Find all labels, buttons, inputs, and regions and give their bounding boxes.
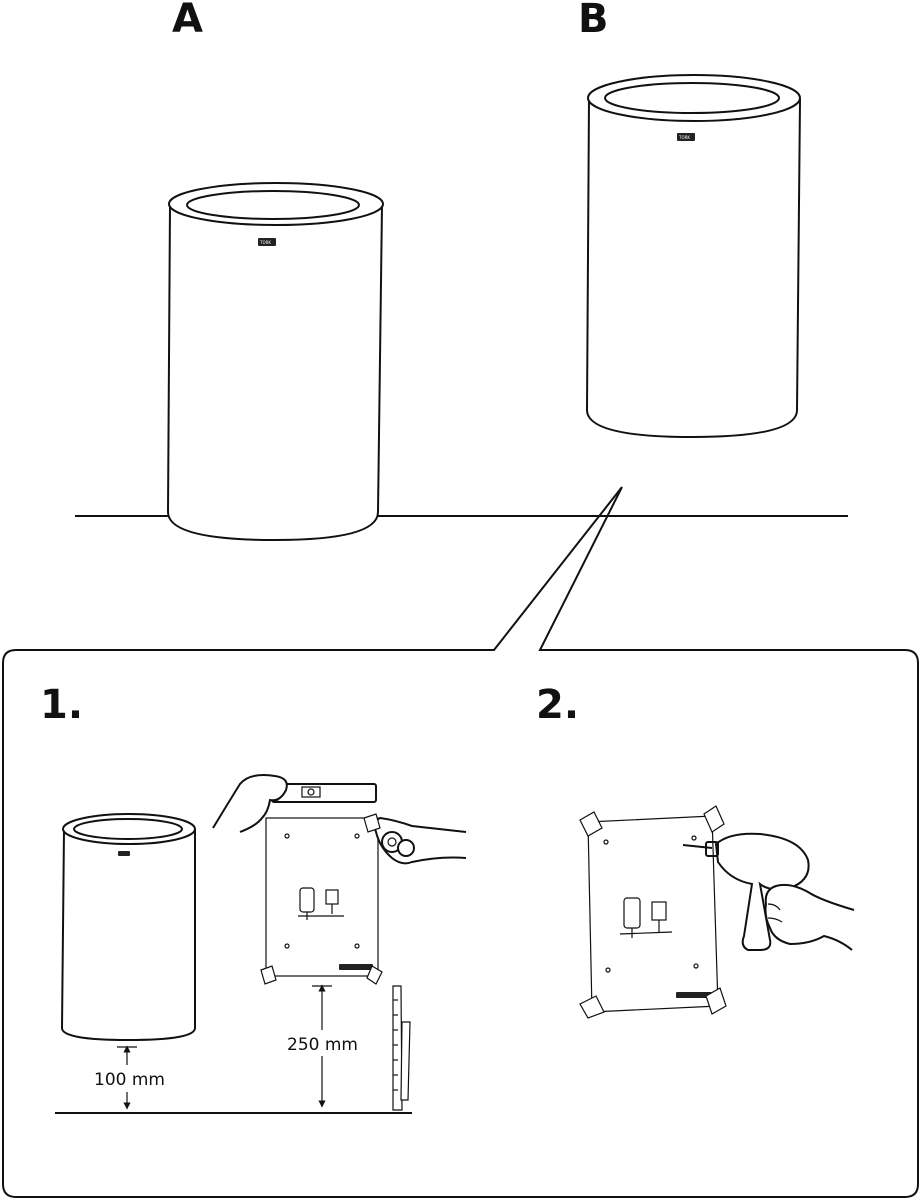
- dimension-100mm: 100 mm: [94, 1045, 165, 1110]
- step-2-label: 2.: [536, 682, 579, 728]
- svg-text:TORK: TORK: [259, 240, 271, 245]
- dimension-100mm-text: 100 mm: [94, 1070, 165, 1090]
- dimension-250mm: 250 mm: [287, 984, 358, 1108]
- step1-template-sheet: [260, 817, 383, 985]
- right-hand-tape-icon: [363, 813, 467, 865]
- variant-a-label: A: [172, 0, 203, 42]
- brand-logo-icon: [118, 851, 130, 856]
- step-1-label: 1.: [40, 682, 83, 728]
- bin-b: TORK: [585, 74, 802, 439]
- left-hand-icon: [212, 774, 288, 833]
- brand-logo-icon: TORK: [677, 133, 695, 141]
- right-hand-icon: [764, 883, 855, 951]
- variant-b-label: B: [578, 0, 609, 42]
- dimension-250mm-text: 250 mm: [287, 1035, 358, 1055]
- brand-logo-icon: TORK: [258, 238, 276, 246]
- drill-icon: [682, 832, 810, 951]
- svg-text:TORK: TORK: [678, 135, 690, 140]
- bin-a: TORK: [166, 182, 384, 542]
- step2-template-sheet: [579, 805, 727, 1019]
- callout-frame: [2, 486, 919, 1198]
- step1-bin: [60, 813, 196, 1042]
- folding-ruler-icon: [392, 985, 411, 1111]
